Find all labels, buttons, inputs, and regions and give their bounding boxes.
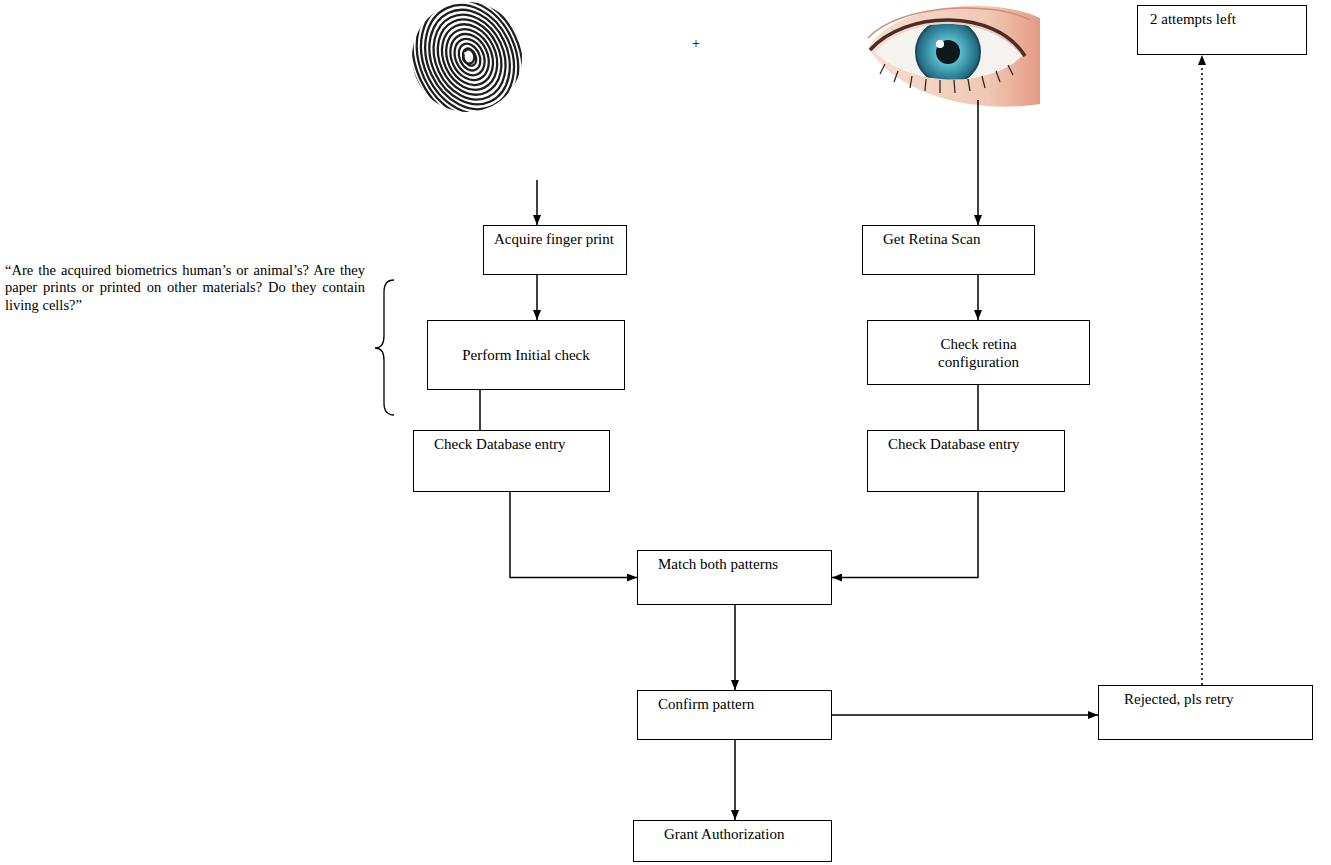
flow-arrow <box>832 492 978 578</box>
flow-arrow <box>536 275 538 320</box>
plus-sign: + <box>692 36 712 53</box>
box-text: Acquire finger print <box>494 230 614 248</box>
process-box: Check Database entry <box>413 430 610 492</box>
flow-arrow <box>734 740 736 820</box>
flow-arrow <box>479 390 481 430</box>
process-box: Confirm pattern <box>637 690 832 740</box>
flow-arrow <box>977 275 979 320</box>
process-box: 2 attempts left <box>1137 5 1307 55</box>
flow-arrow <box>734 605 736 690</box>
box-text: Rejected, pls retry <box>1124 690 1234 708</box>
box-text: Confirm pattern <box>658 695 754 713</box>
eye-image <box>868 6 1040 107</box>
process-box: Acquire finger print <box>483 225 627 275</box>
box-text: Check Database entry <box>434 435 566 453</box>
box-text: Grant Authorization <box>664 825 784 843</box>
flow-arrow <box>832 714 1098 716</box>
flow-arrow <box>510 492 637 578</box>
process-box: Check retina configuration <box>867 320 1090 385</box>
fingerprint-image <box>386 0 554 149</box>
box-text: Check retina configuration <box>903 335 1054 371</box>
image-arrow <box>536 180 538 225</box>
image-arrow <box>977 100 979 225</box>
dotted-arrow <box>1201 55 1203 685</box>
box-text: Match both patterns <box>658 555 778 573</box>
box-text: 2 attempts left <box>1150 10 1236 28</box>
box-text: Get Retina Scan <box>883 230 980 248</box>
process-box: Perform Initial check <box>427 320 625 390</box>
box-text: Check Database entry <box>888 435 1020 453</box>
annotation-note: “Are the acquired biometrics human’s or … <box>5 262 365 314</box>
process-box: Get Retina Scan <box>862 225 1035 275</box>
process-box: Grant Authorization <box>633 820 832 862</box>
process-box: Rejected, pls retry <box>1098 685 1313 740</box>
process-box: Match both patterns <box>637 550 832 605</box>
flow-arrow <box>977 385 979 430</box>
box-text: Perform Initial check <box>462 346 589 364</box>
curly-brace <box>375 280 394 415</box>
process-box: Check Database entry <box>867 430 1065 492</box>
